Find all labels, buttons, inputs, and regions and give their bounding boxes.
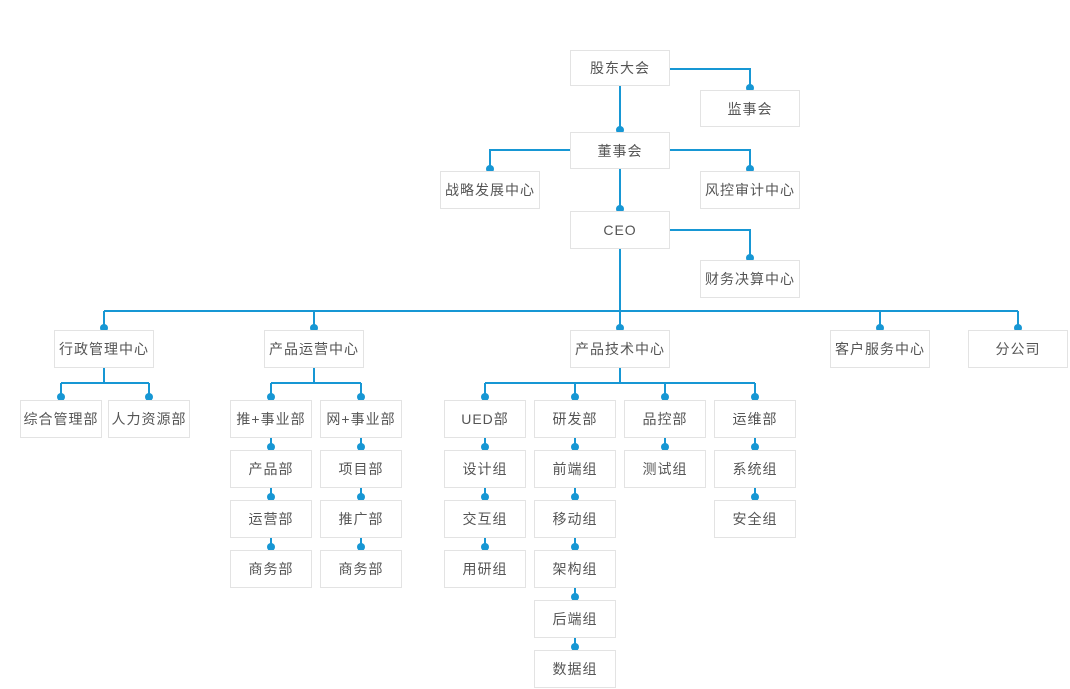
node-admin-center: 行政管理中心 xyxy=(54,330,154,368)
node-supervisory-board: 监事会 xyxy=(700,90,800,127)
node-ued-dept: UED部 xyxy=(444,400,526,438)
node-data-group: 数据组 xyxy=(534,650,616,688)
node-strategy-center: 战略发展中心 xyxy=(440,171,540,209)
node-user-research-group: 用研组 xyxy=(444,550,526,588)
node-shareholders-meeting: 股东大会 xyxy=(570,50,670,86)
node-business-dept-a: 商务部 xyxy=(230,550,312,588)
node-branch-company: 分公司 xyxy=(968,330,1068,368)
node-risk-audit-center: 风控审计中心 xyxy=(700,171,800,209)
node-mobile-group: 移动组 xyxy=(534,500,616,538)
node-general-mgmt-dept: 综合管理部 xyxy=(20,400,102,438)
node-product-ops-center: 产品运营中心 xyxy=(264,330,364,368)
node-ceo: CEO xyxy=(570,211,670,249)
node-system-group: 系统组 xyxy=(714,450,796,488)
node-security-group: 安全组 xyxy=(714,500,796,538)
node-promotion-dept: 推广部 xyxy=(320,500,402,538)
node-design-group: 设计组 xyxy=(444,450,526,488)
node-testing-group: 测试组 xyxy=(624,450,706,488)
node-rd-dept: 研发部 xyxy=(534,400,616,438)
node-qc-dept: 品控部 xyxy=(624,400,706,438)
node-board-of-directors: 董事会 xyxy=(570,132,670,169)
node-frontend-group: 前端组 xyxy=(534,450,616,488)
node-tui-business-dept: 推+事业部 xyxy=(230,400,312,438)
node-project-dept: 项目部 xyxy=(320,450,402,488)
node-backend-group: 后端组 xyxy=(534,600,616,638)
node-operations-dept: 运营部 xyxy=(230,500,312,538)
node-hr-dept: 人力资源部 xyxy=(108,400,190,438)
node-interaction-group: 交互组 xyxy=(444,500,526,538)
node-product-dept: 产品部 xyxy=(230,450,312,488)
node-om-dept: 运维部 xyxy=(714,400,796,438)
node-architecture-group: 架构组 xyxy=(534,550,616,588)
node-customer-service-center: 客户服务中心 xyxy=(830,330,930,368)
node-business-dept-b: 商务部 xyxy=(320,550,402,588)
node-finance-center: 财务决算中心 xyxy=(700,260,800,298)
node-product-tech-center: 产品技术中心 xyxy=(570,330,670,368)
node-wang-business-dept: 网+事业部 xyxy=(320,400,402,438)
